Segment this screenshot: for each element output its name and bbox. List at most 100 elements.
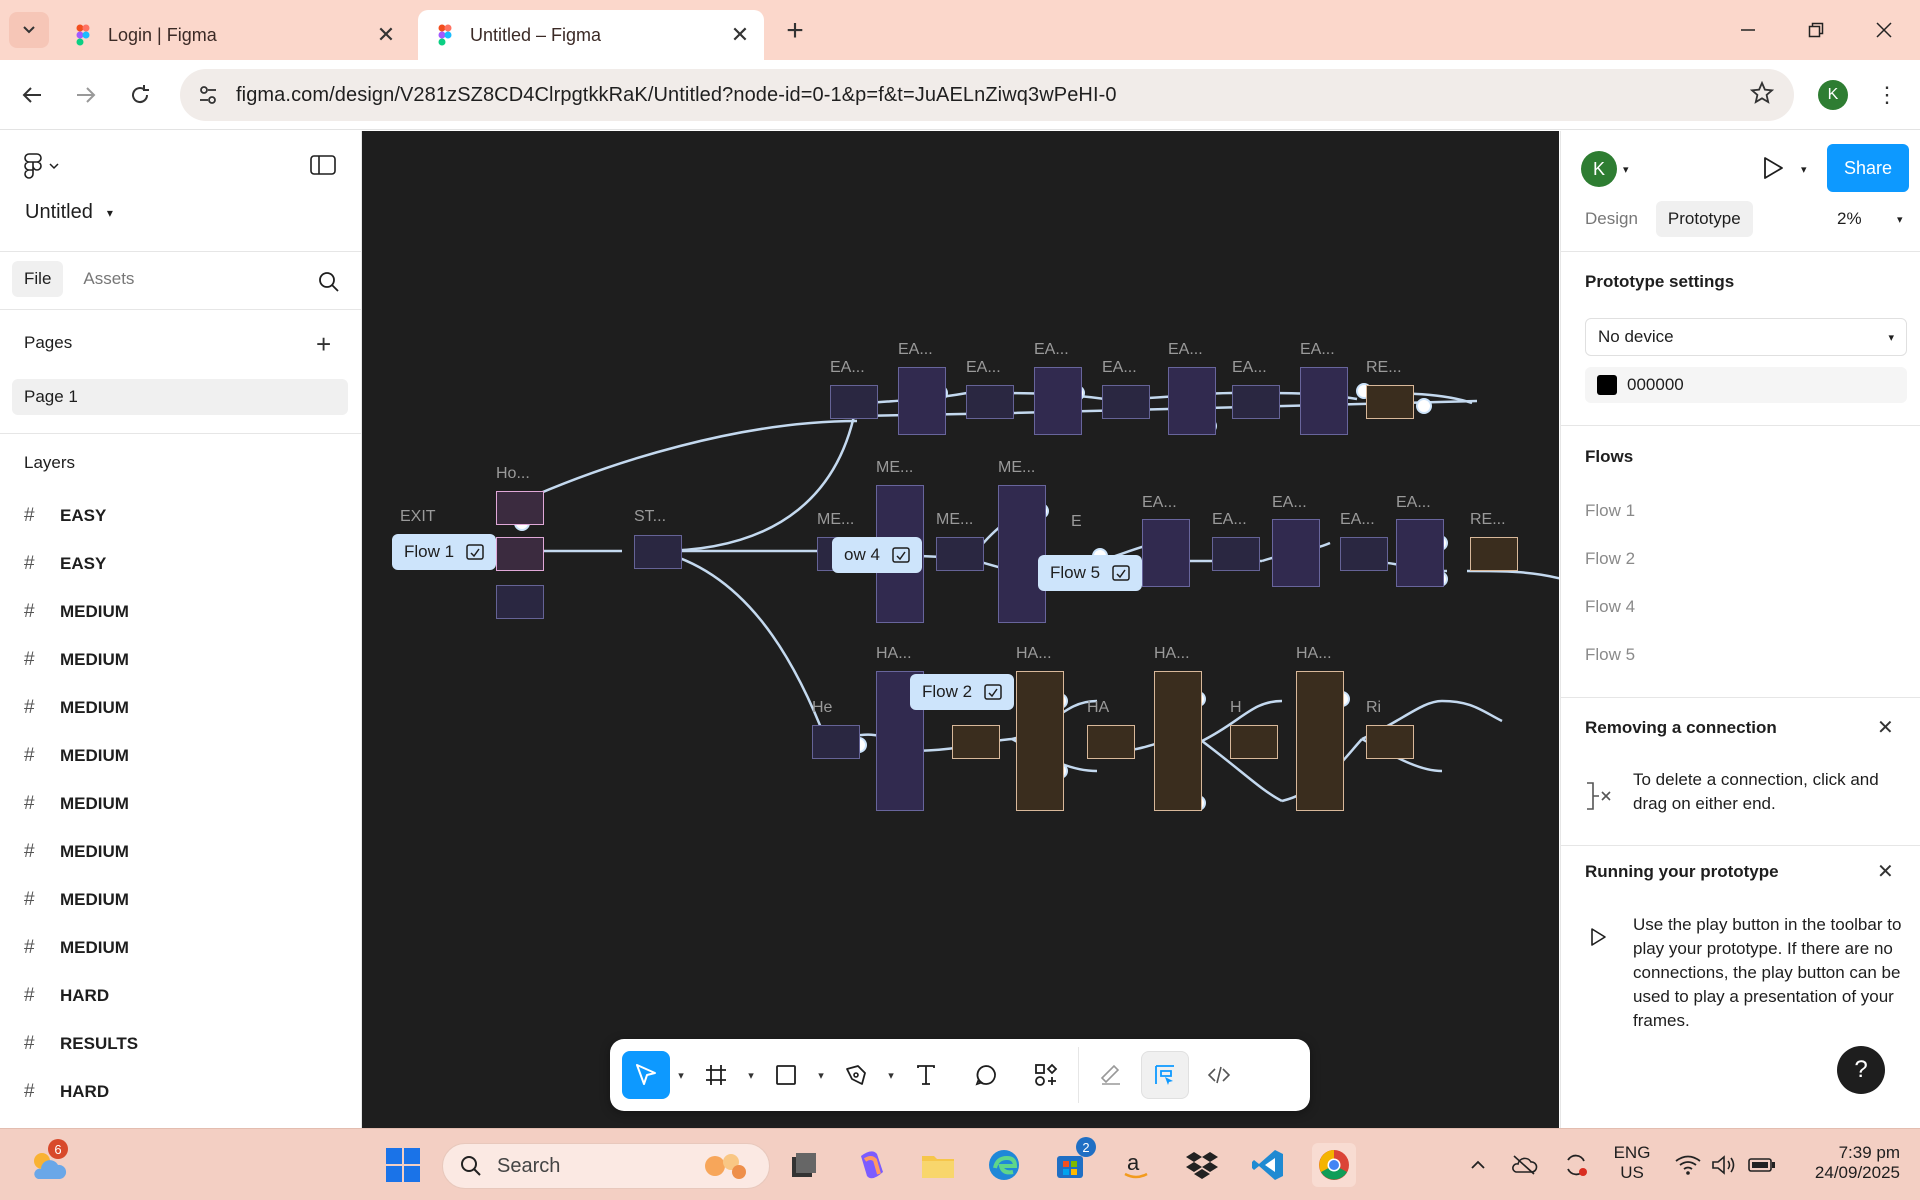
frame-thumbnail[interactable] bbox=[634, 535, 682, 569]
add-page-icon[interactable]: + bbox=[316, 329, 332, 359]
frame-thumbnail[interactable] bbox=[1034, 367, 1082, 435]
frame-thumbnail[interactable] bbox=[496, 537, 544, 571]
new-tab-button[interactable]: + bbox=[786, 14, 804, 47]
chevron-down-icon[interactable]: ▾ bbox=[1623, 164, 1629, 176]
battery-icon[interactable] bbox=[1742, 1143, 1782, 1187]
comment-tool-button[interactable] bbox=[962, 1051, 1010, 1099]
flow-list-item[interactable]: Flow 1 bbox=[1585, 501, 1636, 520]
tab-assets[interactable]: Assets bbox=[83, 269, 135, 288]
frame-thumbnail[interactable] bbox=[1087, 725, 1135, 759]
file-name-button[interactable]: Untitled ▾ bbox=[25, 201, 113, 224]
restore-button[interactable] bbox=[1796, 14, 1836, 46]
frame-tool-button[interactable] bbox=[692, 1051, 740, 1099]
help-button[interactable]: ? bbox=[1837, 1046, 1885, 1094]
sync-icon[interactable] bbox=[1556, 1143, 1596, 1187]
layer-item[interactable]: #MEDIUM bbox=[24, 790, 129, 818]
file-explorer-icon[interactable] bbox=[916, 1143, 960, 1187]
tab-search-button[interactable] bbox=[9, 12, 49, 48]
edge-icon[interactable] bbox=[982, 1143, 1026, 1187]
dev-mode-button[interactable] bbox=[1195, 1051, 1243, 1099]
vscode-icon[interactable] bbox=[1246, 1143, 1290, 1187]
layer-item[interactable]: #EASY bbox=[24, 550, 106, 578]
chrome-icon[interactable] bbox=[1312, 1143, 1356, 1187]
dropbox-icon[interactable] bbox=[1180, 1143, 1224, 1187]
frame-thumbnail[interactable] bbox=[1212, 537, 1260, 571]
frame-thumbnail[interactable] bbox=[1300, 367, 1348, 435]
input-language[interactable]: ENG US bbox=[1602, 1143, 1662, 1183]
site-info-icon[interactable] bbox=[180, 84, 236, 106]
frame-thumbnail[interactable] bbox=[1272, 519, 1320, 587]
frame-thumbnail[interactable] bbox=[1470, 537, 1518, 571]
show-hidden-icons-icon[interactable] bbox=[1458, 1143, 1498, 1187]
layer-item[interactable]: #MEDIUM bbox=[24, 742, 129, 770]
layer-item[interactable]: #MEDIUM bbox=[24, 646, 129, 674]
frame-thumbnail[interactable] bbox=[1232, 385, 1280, 419]
frame-thumbnail[interactable] bbox=[1366, 385, 1414, 419]
chevron-down-icon[interactable]: ▾ bbox=[818, 1069, 824, 1082]
design-canvas[interactable]: EXIT Ho... ST... EA... EA... EA... EA...… bbox=[362, 131, 1559, 1128]
frame-thumbnail[interactable] bbox=[1102, 385, 1150, 419]
forward-button[interactable] bbox=[68, 77, 104, 113]
start-button[interactable] bbox=[381, 1143, 425, 1187]
tab-prototype[interactable]: Prototype bbox=[1655, 201, 1753, 237]
layer-item[interactable]: #HARD bbox=[24, 1078, 109, 1106]
layer-item[interactable]: #EASY bbox=[24, 502, 106, 530]
browser-tab-login[interactable]: Login | Figma ✕ bbox=[56, 10, 410, 60]
layer-item[interactable]: #RESULTS bbox=[24, 1030, 138, 1058]
text-tool-button[interactable] bbox=[902, 1051, 950, 1099]
minimize-button[interactable] bbox=[1728, 14, 1768, 46]
flow-start-chip[interactable]: Flow 1 bbox=[392, 534, 497, 570]
close-tab-icon[interactable]: ✕ bbox=[376, 22, 396, 47]
user-avatar[interactable]: K bbox=[1581, 151, 1617, 187]
layers-search-button[interactable] bbox=[318, 271, 340, 298]
frame-thumbnail[interactable] bbox=[830, 385, 878, 419]
amazon-icon[interactable]: a bbox=[1114, 1143, 1158, 1187]
frame-thumbnail[interactable] bbox=[1016, 671, 1064, 811]
close-window-button[interactable] bbox=[1864, 14, 1904, 46]
flow-list-item[interactable]: Flow 4 bbox=[1585, 597, 1636, 616]
tab-file[interactable]: File bbox=[12, 261, 64, 297]
flow-list-item[interactable]: Flow 5 bbox=[1585, 645, 1636, 664]
flow-start-chip[interactable]: Flow 2 bbox=[910, 674, 1015, 710]
store-icon[interactable] bbox=[1048, 1143, 1092, 1187]
frame-thumbnail[interactable] bbox=[1230, 725, 1278, 759]
frame-thumbnail[interactable] bbox=[1296, 671, 1344, 811]
main-menu-button[interactable] bbox=[24, 153, 60, 179]
browser-tab-untitled[interactable]: Untitled – Figma ✕ bbox=[418, 10, 764, 60]
toggle-sidebar-button[interactable] bbox=[310, 155, 336, 180]
frame-thumbnail[interactable] bbox=[952, 725, 1000, 759]
onedrive-icon[interactable] bbox=[1504, 1143, 1544, 1187]
layer-item[interactable]: #MEDIUM bbox=[24, 838, 129, 866]
frame-thumbnail[interactable] bbox=[1396, 519, 1444, 587]
flow-start-chip[interactable]: ow 4 bbox=[832, 537, 922, 573]
browser-menu-icon[interactable]: ⋮ bbox=[1876, 82, 1898, 107]
back-button[interactable] bbox=[14, 77, 50, 113]
color-swatch[interactable] bbox=[1597, 375, 1617, 395]
present-button[interactable] bbox=[1761, 155, 1785, 186]
volume-icon[interactable] bbox=[1704, 1143, 1744, 1187]
page-item[interactable]: Page 1 bbox=[12, 379, 348, 415]
frame-thumbnail[interactable] bbox=[998, 485, 1046, 623]
background-color-field[interactable]: 000000 bbox=[1585, 367, 1907, 403]
frame-thumbnail[interactable] bbox=[1142, 519, 1190, 587]
bookmark-star-icon[interactable] bbox=[1749, 80, 1775, 110]
chevron-down-icon[interactable]: ▾ bbox=[888, 1069, 894, 1082]
pen-tool-button[interactable] bbox=[832, 1051, 880, 1099]
zoom-level[interactable]: 2% bbox=[1837, 209, 1862, 228]
frame-thumbnail[interactable] bbox=[1168, 367, 1216, 435]
weather-widget[interactable] bbox=[26, 1143, 70, 1187]
actions-tool-button[interactable] bbox=[1022, 1051, 1070, 1099]
frame-thumbnail[interactable] bbox=[966, 385, 1014, 419]
flow-list-item[interactable]: Flow 2 bbox=[1585, 549, 1636, 568]
frame-thumbnail[interactable] bbox=[496, 585, 544, 619]
address-bar[interactable]: figma.com/design/V281zSZ8CD4ClrpgtkkRaK/… bbox=[180, 69, 1794, 121]
design-mode-button[interactable] bbox=[1141, 1051, 1189, 1099]
share-button[interactable]: Share bbox=[1827, 144, 1909, 192]
browser-profile-avatar[interactable]: K bbox=[1818, 80, 1848, 110]
frame-thumbnail[interactable] bbox=[1340, 537, 1388, 571]
wifi-icon[interactable] bbox=[1668, 1143, 1708, 1187]
layer-item[interactable]: #MEDIUM bbox=[24, 934, 129, 962]
taskbar-search[interactable]: Search bbox=[442, 1143, 770, 1189]
frame-thumbnail[interactable] bbox=[898, 367, 946, 435]
frame-thumbnail[interactable] bbox=[936, 537, 984, 571]
